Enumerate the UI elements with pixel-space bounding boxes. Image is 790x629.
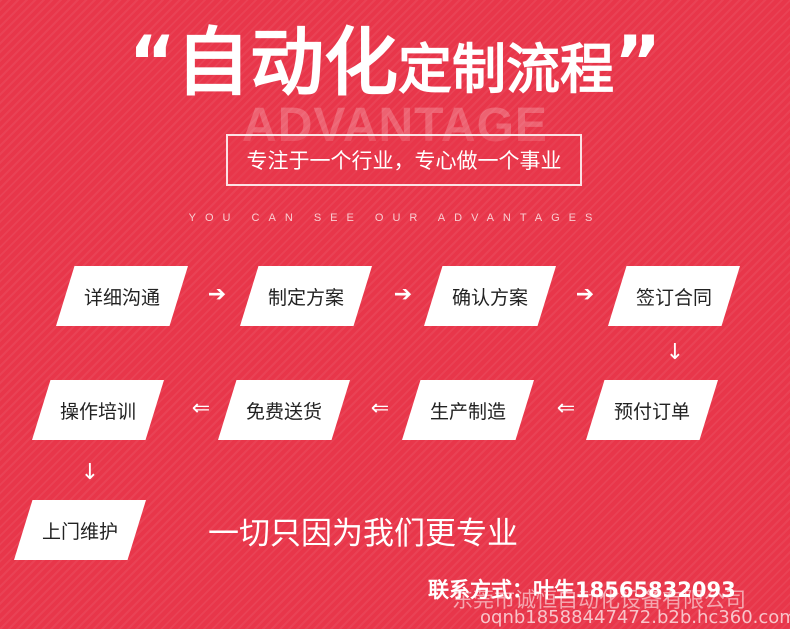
arrow-right-icon: ➔ — [207, 282, 227, 307]
step-label: 操作培训 — [59, 400, 136, 423]
tagline: YOU CAN SEE OUR ADVANTAGES — [188, 212, 602, 224]
step-plan-confirm: 确认方案 — [424, 266, 556, 326]
step-label: 生产制造 — [429, 400, 506, 423]
title-rest: 定制流程 — [398, 38, 614, 101]
contact-info: 联系方式：叶生18565832093 — [428, 578, 736, 602]
step-label: 详细沟通 — [83, 286, 160, 309]
step-detailed-communication: 详细沟通 — [56, 266, 188, 326]
step-label: 制定方案 — [267, 286, 344, 309]
close-quote: ” — [614, 20, 662, 104]
arrow-left-icon: ⇐ — [370, 396, 390, 421]
slogan-text: 专注于一个行业，专心做一个事业 — [246, 149, 562, 173]
slogan-box: 专注于一个行业，专心做一个事业 — [226, 134, 582, 186]
step-production: 生产制造 — [402, 380, 534, 440]
arrow-right-icon: ➔ — [575, 282, 595, 307]
step-operation-training: 操作培训 — [32, 380, 164, 440]
arrow-down-icon: ↓ — [80, 460, 100, 485]
step-plan-design: 制定方案 — [240, 266, 372, 326]
open-quote: “ — [128, 20, 176, 104]
step-prepay-order: 预付订单 — [586, 380, 718, 440]
title-highlight: 自动化 — [176, 20, 398, 106]
step-label: 签订合同 — [635, 286, 712, 309]
arrow-left-icon: ⇐ — [191, 396, 211, 421]
advantage-watermark: ADVANTAGE — [242, 99, 548, 152]
step-label: 上门维护 — [41, 520, 118, 543]
arrow-down-icon: ↓ — [665, 340, 685, 365]
arrow-left-icon: ⇐ — [556, 396, 576, 421]
step-label: 免费送货 — [245, 400, 322, 423]
page-title: “自动化定制流程” — [0, 26, 790, 100]
step-sign-contract: 签订合同 — [608, 266, 740, 326]
step-onsite-maintenance: 上门维护 — [14, 500, 146, 560]
company-watermark: 东莞市诚恒自动化设备有限公司 — [452, 588, 746, 612]
step-label: 预付订单 — [613, 400, 690, 423]
bottom-slogan: 一切只因为我们更专业 — [208, 516, 518, 552]
arrow-right-icon: ➔ — [393, 282, 413, 307]
site-watermark: oqnb18588447472.b2b.hc360.com — [480, 607, 790, 628]
step-free-delivery: 免费送货 — [218, 380, 350, 440]
step-label: 确认方案 — [451, 286, 528, 309]
